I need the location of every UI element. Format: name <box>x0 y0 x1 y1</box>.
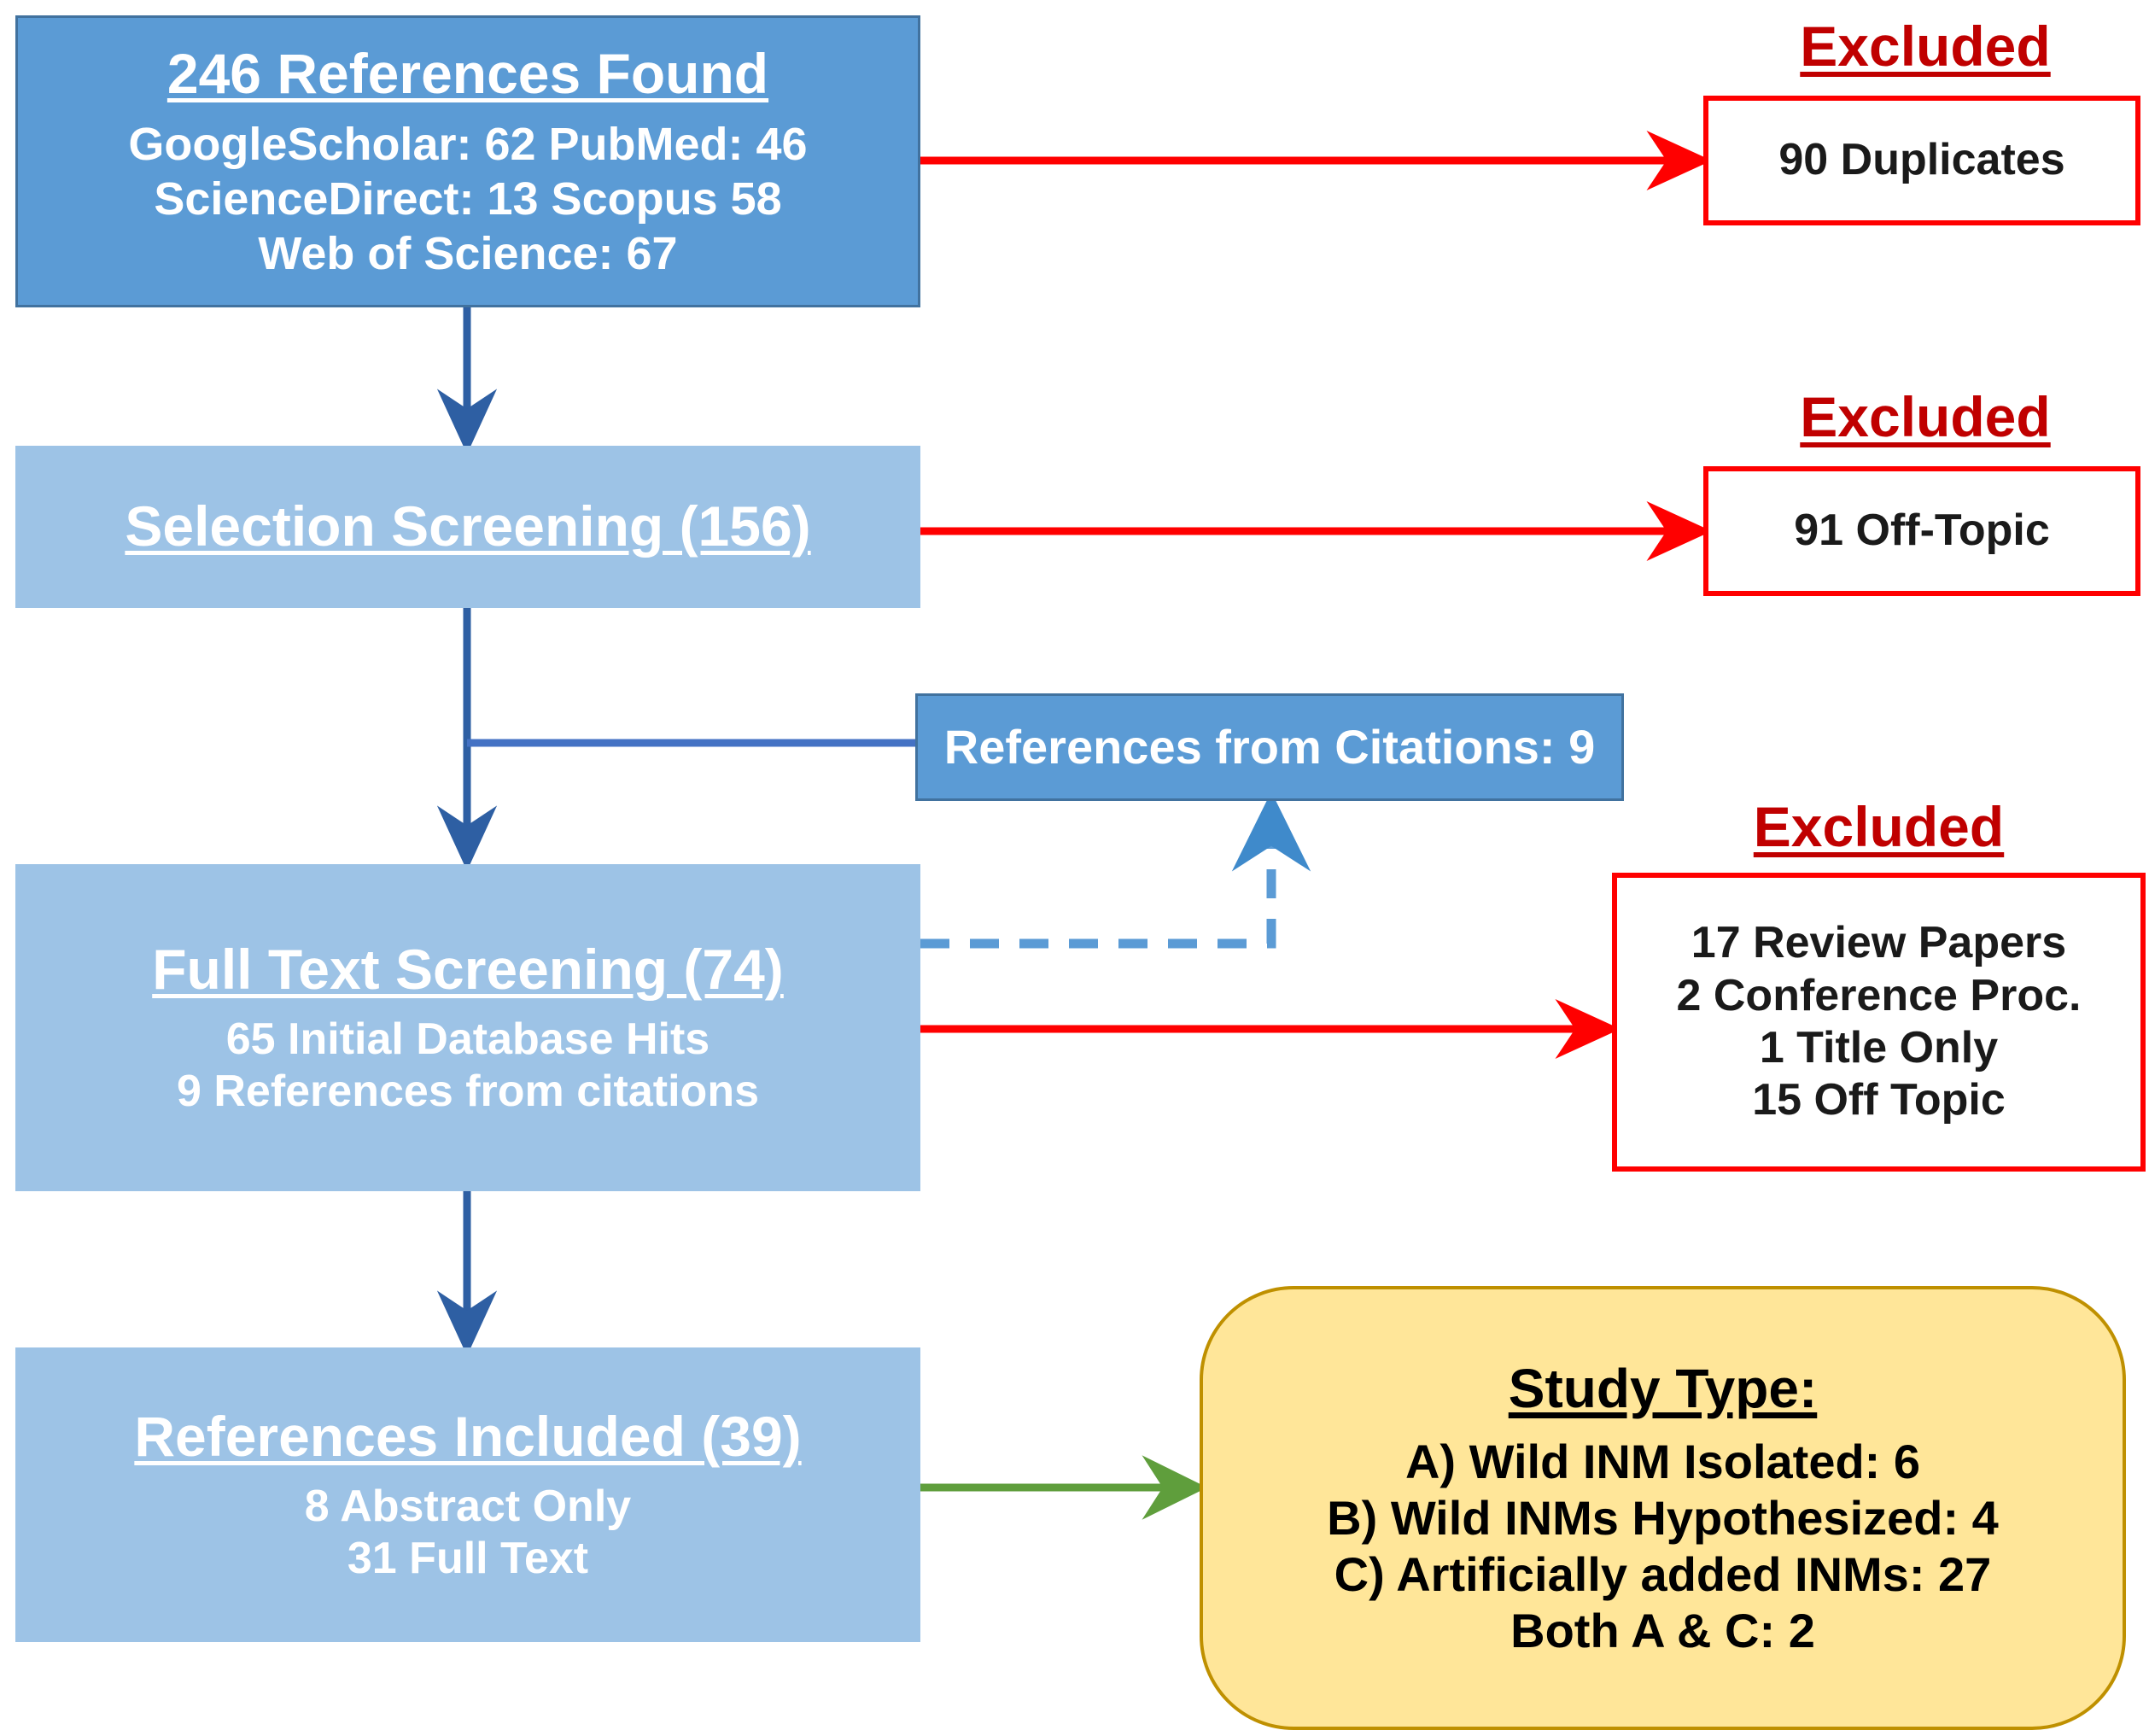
full-text-screening-title: Full Text Screening (74) <box>152 938 784 1002</box>
references-included-line-2: 31 Full Text <box>347 1534 589 1584</box>
selection-screening-title: Selection Screening (156) <box>125 494 811 558</box>
references-found-line-2: ScienceDirect: 13 Scopus 58 <box>154 173 782 225</box>
excluded-duplicates-line-1: 90 Duplicates <box>1778 135 2065 185</box>
references-found-line-1: GoogleScholar: 62 PubMed: 46 <box>128 119 808 171</box>
node-full-text-screening[interactable]: Full Text Screening (74) 65 Initial Data… <box>15 864 920 1191</box>
excluded-fulltext-line-1: 17 Review Papers <box>1691 918 2067 968</box>
excluded-fulltext-line-2: 2 Conference Proc. <box>1676 970 2082 1020</box>
node-references-found[interactable]: 246 References Found GoogleScholar: 62 P… <box>15 15 920 307</box>
node-excluded-fulltext-reasons[interactable]: 17 Review Papers 2 Conference Proc. 1 Ti… <box>1612 873 2146 1172</box>
references-found-line-3: Web of Science: 67 <box>258 227 678 279</box>
study-type-line-3: C) Artificially added INMs: 27 <box>1334 1546 1992 1601</box>
excluded-label-offtopic: Excluded <box>1800 385 2051 448</box>
excluded-label-fulltext-reasons: Excluded <box>1753 795 2005 858</box>
study-type-line-2: B) Wild INMs Hypothesized: 4 <box>1327 1490 1999 1545</box>
excluded-label-duplicates: Excluded <box>1800 15 2051 78</box>
references-found-title: 246 References Found <box>166 42 769 106</box>
dashed-fulltext-to-citations <box>920 792 1311 949</box>
full-text-screening-line-1: 65 Initial Database Hits <box>225 1014 710 1065</box>
study-type-title: Study Type: <box>1508 1358 1818 1420</box>
excluded-fulltext-line-3: 1 Title Only <box>1759 1023 1999 1073</box>
node-excluded-offtopic[interactable]: 91 Off-Topic <box>1703 466 2140 596</box>
full-text-screening-line-2: 9 References from citations <box>176 1067 760 1117</box>
node-references-included[interactable]: References Included (39) 8 Abstract Only… <box>15 1347 920 1642</box>
excluded-fulltext-line-4: 15 Off Topic <box>1752 1075 2006 1125</box>
node-excluded-duplicates[interactable]: 90 Duplicates <box>1703 96 2140 225</box>
node-study-type[interactable]: Study Type: A) Wild INM Isolated: 6 B) W… <box>1200 1286 2126 1730</box>
node-selection-screening[interactable]: Selection Screening (156) <box>15 446 920 608</box>
references-from-citations-title: References from Citations: 9 <box>943 719 1596 774</box>
study-type-line-1: A) Wild INM Isolated: 6 <box>1404 1434 1921 1488</box>
node-references-from-citations[interactable]: References from Citations: 9 <box>915 693 1624 801</box>
references-included-title: References Included (39) <box>134 1405 802 1469</box>
excluded-offtopic-line-1: 91 Off-Topic <box>1794 506 2050 556</box>
references-included-line-1: 8 Abstract Only <box>304 1482 632 1532</box>
study-type-line-4: Both A & C: 2 <box>1510 1603 1815 1657</box>
